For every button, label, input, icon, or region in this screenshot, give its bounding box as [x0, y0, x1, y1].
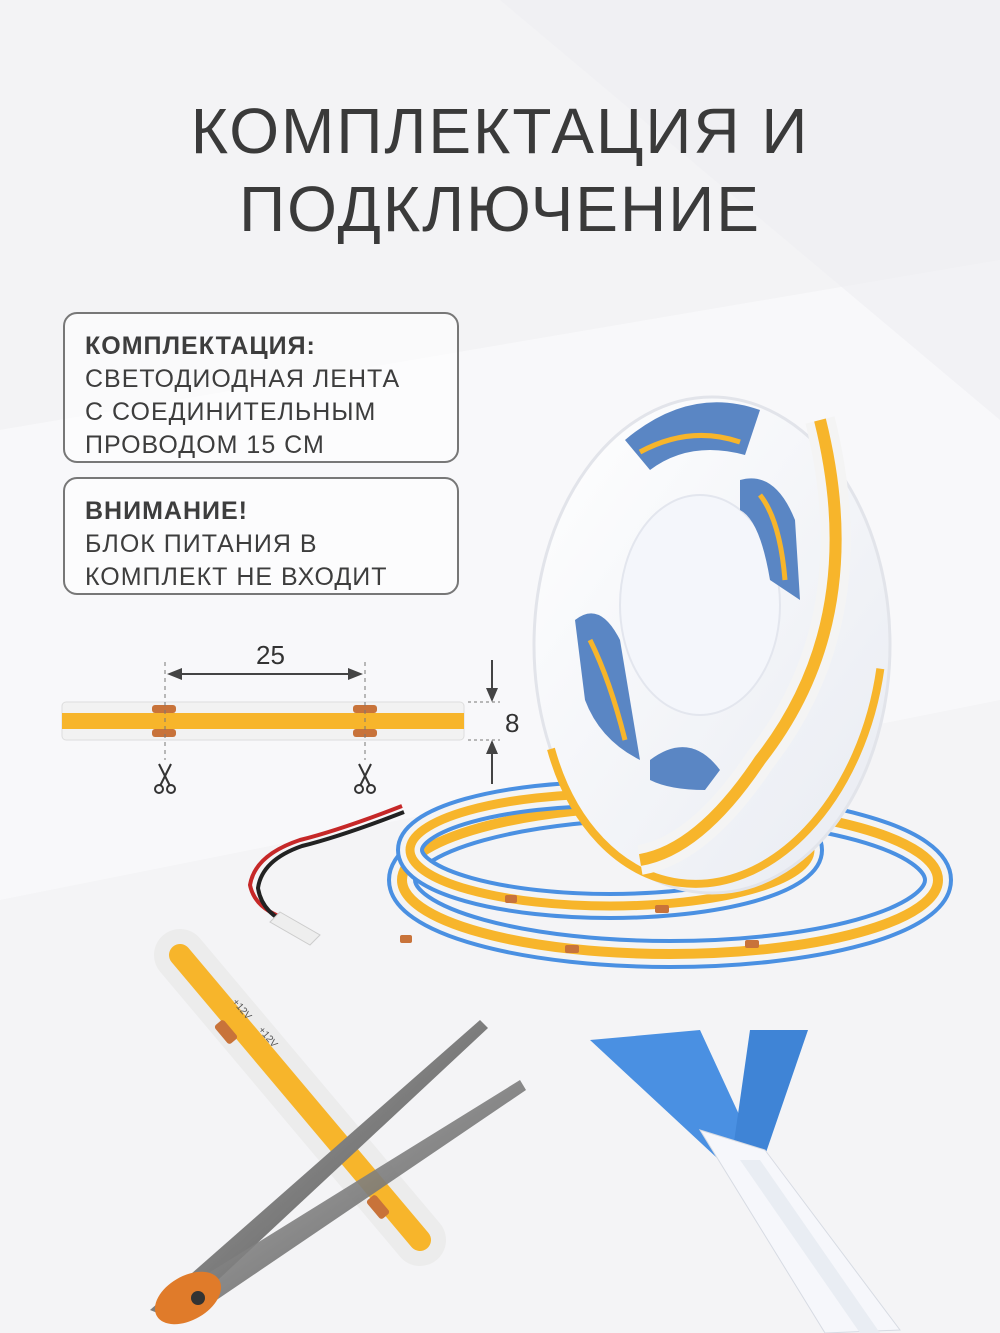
kit-line-3: ПРОВОДОМ 15 СМ: [85, 431, 325, 459]
dimension-arrow-icon: [468, 660, 500, 784]
kit-info-box: КОМПЛЕКТАЦИЯ: СВЕТОДИОДНАЯ ЛЕНТА С СОЕДИ…: [63, 312, 459, 463]
kit-line-1: СВЕТОДИОДНАЯ ЛЕНТА: [85, 365, 401, 393]
scissors-icon: [354, 763, 376, 794]
solder-pad: [152, 705, 176, 713]
kit-line-2: С СОЕДИНИТЕЛЬНЫМ: [85, 398, 377, 426]
connection-wire: [247, 804, 405, 946]
reel: [532, 395, 892, 895]
kit-heading: КОМПЛЕКТАЦИЯ:: [85, 332, 316, 360]
solder-pad: [152, 729, 176, 737]
title-line-2: ПОДКЛЮЧЕНИЕ: [239, 173, 761, 245]
scissors-icon: [154, 763, 176, 794]
solder-pad: [353, 729, 377, 737]
cutting-illustration: +12V +12V: [150, 929, 526, 1325]
dimension-width-label: 8: [505, 708, 520, 738]
warning-line-1: БЛОК ПИТАНИЯ В: [85, 530, 318, 558]
dimension-spacing-label: 25: [256, 640, 285, 670]
warning-info-box: ВНИМАНИЕ! БЛОК ПИТАНИЯ В КОМПЛЕКТ НЕ ВХО…: [63, 477, 459, 595]
dimension-diagram: [61, 660, 500, 794]
adhesive-backing-illustration: [590, 1030, 901, 1333]
page-title: КОМПЛЕКТАЦИЯ И ПОДКЛЮЧЕНИЕ: [0, 92, 1000, 248]
warning-line-2: КОМПЛЕКТ НЕ ВХОДИТ: [85, 563, 388, 591]
solder-pad: [353, 705, 377, 713]
warning-heading: ВНИМАНИЕ!: [85, 497, 248, 525]
dimension-arrow-icon: [167, 668, 363, 680]
title-line-1: КОМПЛЕКТАЦИЯ И: [190, 95, 810, 167]
